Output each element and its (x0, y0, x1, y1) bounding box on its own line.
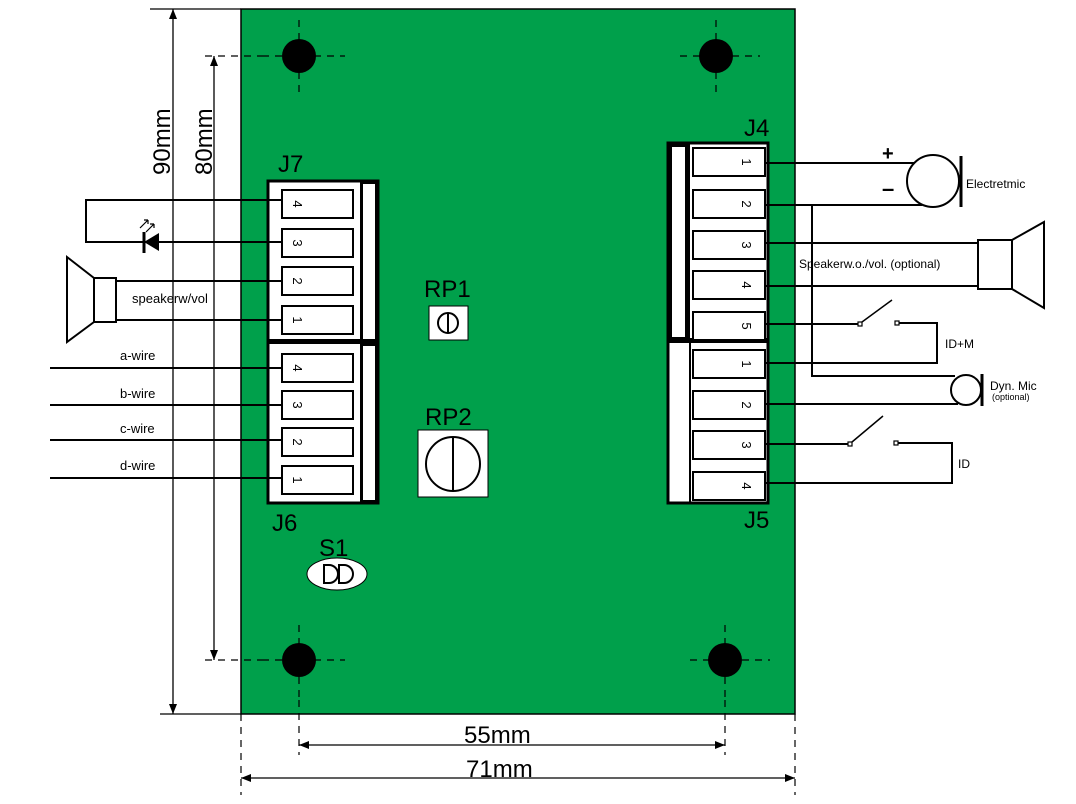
connector-pin-j5 (692, 430, 766, 460)
s1-label: S1 (319, 535, 348, 562)
pin-number-j6: 1 (290, 476, 305, 483)
pin-number-j5: 2 (739, 401, 754, 408)
right-wiring: + – Electretmic Speakerw.o./vol. (option… (765, 143, 1045, 484)
speaker-w-vol-label: speakerw/vol (132, 291, 208, 306)
pin-number-j4: 4 (739, 281, 754, 288)
pin-number-j6: 2 (290, 438, 305, 445)
connector-pin-j6 (281, 353, 354, 383)
connector-label-j4: J4 (744, 115, 769, 142)
connector-pin-j4 (692, 147, 766, 177)
connector-pin-j5 (692, 390, 766, 420)
speaker-icon (66, 254, 117, 344)
mounting-hole (282, 643, 316, 677)
connector-pin-j4 (692, 270, 766, 300)
speaker-optional-icon (977, 220, 1045, 310)
pin-number-j7: 2 (290, 277, 305, 284)
mounting-hole (282, 39, 316, 73)
switch-id-m-icon (857, 299, 900, 327)
pin-number-j7: 3 (290, 239, 305, 246)
id-m-label: ID+M (945, 337, 974, 351)
pin-number-j5: 1 (739, 360, 754, 367)
connector-pin-j5 (692, 471, 766, 501)
mounting-holes (262, 20, 770, 700)
potentiometer-rp1 (428, 305, 469, 341)
potentiometer-rp2 (417, 429, 489, 498)
pin-number-j4: 5 (739, 322, 754, 329)
dyn-mic-optional-label: (optional) (992, 392, 1030, 402)
connector-pin-j4 (692, 311, 766, 341)
pin-number-j4: 2 (739, 200, 754, 207)
id-label: ID (958, 457, 970, 471)
pin-number-j4: 1 (739, 158, 754, 165)
connector-pin-j6 (281, 390, 354, 420)
connector-pin-j6 (281, 427, 354, 457)
connector-pin-j6 (281, 465, 354, 495)
d-wire-label: d-wire (120, 458, 155, 473)
a-wire-label: a-wire (120, 348, 155, 363)
pin-number-j6: 4 (290, 364, 305, 371)
connector-label-j7: J7 (278, 151, 303, 178)
pin-number-j5: 4 (739, 482, 754, 489)
pin-number-j6: 3 (290, 401, 305, 408)
led-icon (139, 219, 159, 253)
pin-number-j4: 3 (739, 241, 754, 248)
connector-pin-j4 (692, 230, 766, 260)
mounting-hole (708, 643, 742, 677)
dyn-mic-label: Dyn. Mic (990, 379, 1037, 393)
connector-label-j5: J5 (744, 507, 769, 534)
electret-mic-icon (906, 154, 963, 208)
electret-mic-label: Electretmic (966, 177, 1025, 191)
connector-pin-j7 (281, 189, 354, 219)
pin-number-j5: 3 (739, 441, 754, 448)
connector-pin-j4 (692, 189, 766, 219)
b-wire-label: b-wire (120, 386, 155, 401)
plus-label: + (882, 143, 894, 165)
speaker-optional-label: Speakerw.o./vol. (optional) (799, 257, 940, 271)
switch-id-icon (847, 415, 899, 447)
pin-number-j7: 4 (290, 200, 305, 207)
dimensions: 90mm 80mm 55mm 71mm (149, 8, 796, 795)
connector-pin-j7 (281, 228, 354, 258)
rp2-label: RP2 (425, 404, 472, 431)
left-wiring: speakerw/vol a-wire b-wire c-wire d-wire (50, 199, 282, 479)
c-wire-label: c-wire (120, 421, 155, 436)
connector-pin-j7 (281, 266, 354, 296)
dimension-71mm: 71mm (466, 756, 533, 783)
minus-label: – (882, 176, 894, 201)
dynamic-mic-icon (950, 374, 984, 406)
connector-label-j6: J6 (272, 510, 297, 537)
dimension-55mm: 55mm (464, 722, 531, 749)
pin-number-j7: 1 (290, 316, 305, 323)
dimension-90mm: 90mm (149, 108, 176, 175)
rp1-label: RP1 (424, 276, 471, 303)
switch-s1 (306, 557, 368, 591)
mounting-hole (699, 39, 733, 73)
dimension-80mm: 80mm (191, 108, 218, 175)
